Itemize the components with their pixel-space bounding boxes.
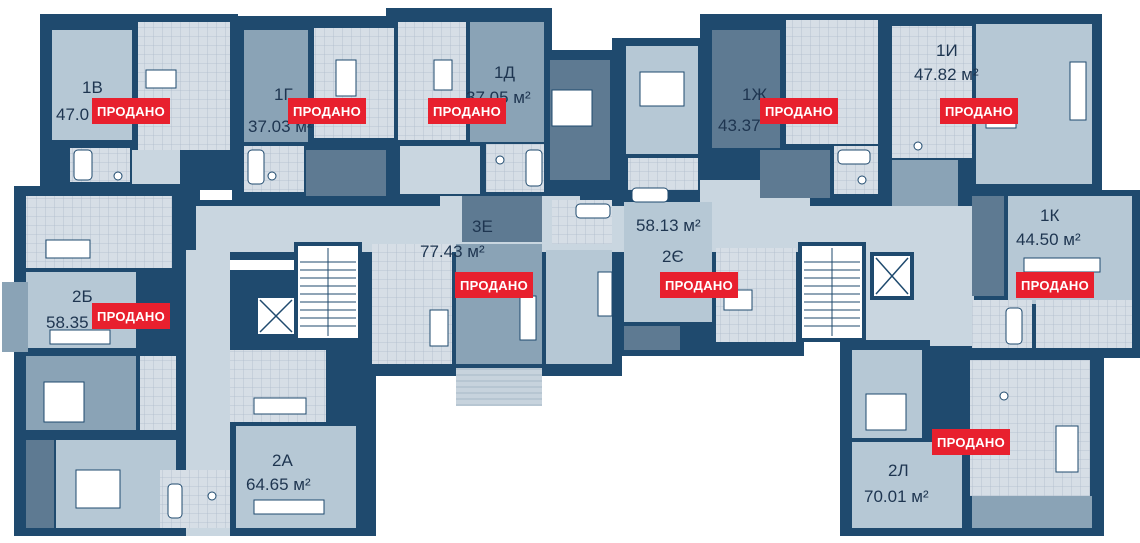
svg-text:ПРОДАНО: ПРОДАНО	[765, 104, 833, 119]
sold-badge-2ye: ПРОДАНО	[660, 272, 738, 298]
apt-area-1zh: 43.37	[718, 116, 761, 135]
apt-code-2ye: 2Є	[662, 247, 684, 266]
svg-text:ПРОДАНО: ПРОДАНО	[293, 104, 361, 119]
sold-badges: ПРОДАНО ПРОДАНО ПРОДАНО ПРОДАНО ПРОДАНО …	[92, 98, 1094, 455]
sold-badge-1d: ПРОДАНО	[428, 98, 506, 124]
svg-text:ПРОДАНО: ПРОДАНО	[945, 104, 1013, 119]
stairs-icon	[294, 242, 362, 342]
apt-area-2a: 64.65 м²	[246, 475, 311, 494]
sofa-icon	[49, 61, 1101, 515]
svg-text:ПРОДАНО: ПРОДАНО	[433, 104, 501, 119]
svg-text:ПРОДАНО: ПРОДАНО	[97, 309, 165, 324]
sold-badge-1k: ПРОДАНО	[1016, 272, 1094, 298]
elevator-icon	[254, 294, 298, 338]
stairs-icon	[798, 242, 866, 342]
apt-code-1i: 1И	[936, 41, 958, 60]
apt-code-1b: 1В	[82, 78, 103, 97]
apt-code-2a: 2А	[272, 451, 293, 470]
sold-badge-1g: ПРОДАНО	[288, 98, 366, 124]
apartment-labels: 1В 47.0 1Г 37.03 м² 1Д 37.05 м² 1Ж 43.37…	[46, 41, 1081, 506]
elevator-icon	[870, 252, 914, 300]
svg-text:ПРОДАНО: ПРОДАНО	[665, 278, 733, 293]
apt-code-2b: 2Б	[72, 287, 93, 306]
svg-text:ПРОДАНО: ПРОДАНО	[460, 278, 528, 293]
sold-badge-1b: ПРОДАНО	[92, 98, 170, 124]
apt-code-2l: 2Л	[888, 461, 909, 480]
sold-badge-3e: ПРОДАНО	[455, 272, 533, 298]
sold-badge-2b: ПРОДАНО	[92, 303, 170, 329]
bed-icon	[43, 71, 907, 509]
svg-text:ПРОДАНО: ПРОДАНО	[97, 104, 165, 119]
apt-area-2l: 70.01 м²	[864, 487, 929, 506]
apt-area-3e: 77.43 м²	[420, 242, 485, 261]
apt-code-1k: 1К	[1040, 206, 1059, 225]
sold-badge-1zh: ПРОДАНО	[760, 98, 838, 124]
apartment-2ye[interactable]	[624, 202, 796, 350]
apt-area-1i: 47.82 м²	[914, 65, 979, 84]
bathtub-icon	[73, 149, 1023, 519]
svg-text:ПРОДАНО: ПРОДАНО	[937, 435, 1005, 450]
sold-badge-2l: ПРОДАНО	[932, 429, 1010, 455]
apt-area-1b: 47.0	[56, 105, 89, 124]
apt-code-1d: 1Д	[494, 63, 515, 82]
apt-area-2ye: 58.13 м²	[636, 216, 701, 235]
toilet-icon	[113, 141, 1009, 501]
svg-text:ПРОДАНО: ПРОДАНО	[1021, 278, 1089, 293]
apt-area-1k: 44.50 м²	[1016, 230, 1081, 249]
sold-badge-1i: ПРОДАНО	[940, 98, 1018, 124]
apt-code-3e: 3Е	[472, 217, 493, 236]
